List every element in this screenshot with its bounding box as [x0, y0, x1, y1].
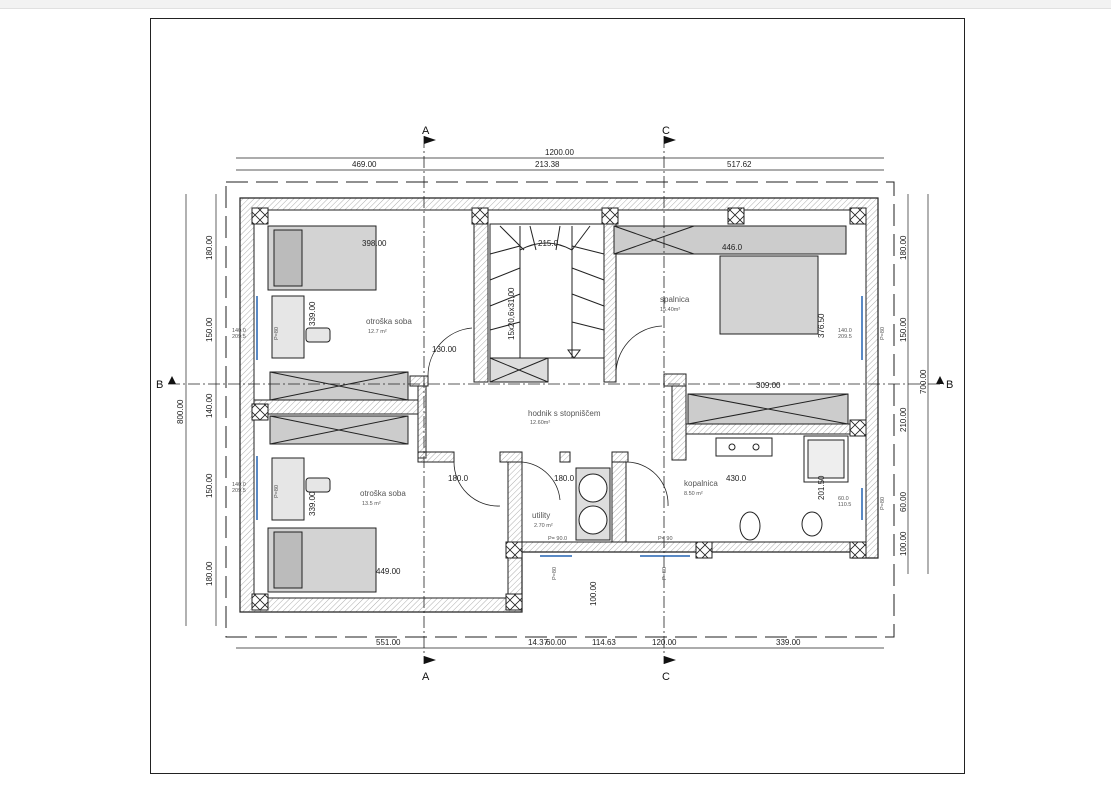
room-utility-name: utility	[532, 511, 550, 520]
window-label-w2b: 209.5	[232, 488, 246, 494]
dim-stair-label: 15x20,6x31,00	[507, 287, 516, 340]
dim-right-seg5: 100.00	[899, 531, 908, 556]
section-c-top: C	[662, 125, 670, 137]
section-b-left: B	[156, 379, 163, 391]
room-kids1-name: otroška soba	[366, 317, 412, 326]
section-b-right: B	[946, 379, 953, 391]
dim-left-seg3: 140.00	[205, 393, 214, 418]
window-label-w2a: 140.0	[232, 482, 246, 488]
dim-bottom-seg4: 114.63	[592, 638, 616, 647]
section-a-bottom: A	[422, 671, 430, 683]
window-label-v3: P=80	[880, 327, 886, 340]
section-lines	[168, 136, 944, 664]
dim-right-seg1: 180.00	[899, 235, 908, 260]
dim-kids1-height: 339.00	[308, 301, 317, 326]
dim-left-seg1: 180.00	[205, 235, 214, 260]
windows	[256, 296, 863, 557]
dim-bottom-seg3: 60.00	[546, 638, 567, 647]
dim-right-seg4: 60.00	[899, 491, 908, 512]
bathroom-fixtures	[575, 435, 849, 541]
window-label-w3b: 209.5	[838, 334, 852, 340]
window-label-v6: P=80	[662, 567, 668, 580]
staircase	[489, 223, 605, 383]
dim-door1: 130.00	[432, 345, 457, 354]
window-label-w3a: 140.0	[838, 328, 852, 334]
window-label-w4a: 60.0	[838, 496, 849, 502]
dim-right-seg2: 150.00	[899, 317, 908, 342]
dim-overall-width: 1200.00	[545, 148, 574, 157]
dim-kids2-height: 339.00	[308, 491, 317, 516]
room-master-name: spalnica	[660, 295, 690, 304]
dim-bath-length: 430.0	[726, 474, 747, 483]
eave-outline	[225, 181, 895, 638]
doors	[427, 325, 669, 507]
dim-right-seg3: 210.00	[899, 407, 908, 432]
dim-hall2: 180.0	[554, 474, 575, 483]
dim-top-seg3: 517.62	[727, 160, 752, 169]
window-label-w4b: 110.5	[838, 502, 851, 508]
window-label-v2: P=80	[274, 485, 280, 498]
window-label-p1: P= 90.0	[548, 536, 567, 542]
dim-bottom-seg5: 120.00	[652, 638, 677, 647]
window-label-v1: P=80	[274, 327, 280, 340]
wardrobes	[269, 225, 849, 445]
dim-top-seg2: 213.38	[535, 160, 560, 169]
room-master-area: 15.40m²	[660, 307, 680, 313]
dim-bath-height: 201.50	[817, 475, 826, 500]
section-flags	[168, 136, 944, 664]
window-label-w1b: 209.5	[232, 334, 246, 340]
window-label-w1a: 140.0	[232, 328, 246, 334]
dim-hall1: 180.0	[448, 474, 469, 483]
dim-bed1-width: 398.00	[362, 239, 387, 248]
beds	[267, 225, 819, 593]
section-c-bottom: C	[662, 671, 670, 683]
dim-master-width: 446.0	[722, 243, 743, 252]
room-bath-area: 8.50 m²	[684, 491, 703, 497]
room-utility-area: 2.70 m²	[534, 523, 553, 529]
room-bath-name: kopalnica	[684, 479, 718, 488]
top-bar	[0, 0, 1111, 9]
dimension-lines	[185, 157, 929, 649]
room-kids2-name: otroška soba	[360, 489, 406, 498]
desks	[271, 295, 331, 521]
dim-right-overall: 700.00	[919, 369, 928, 394]
window-label-p2: P= 90	[658, 536, 673, 542]
room-kids2-area: 13.5 m²	[362, 501, 381, 507]
dim-bottom-seg2: 14.37	[528, 638, 549, 647]
room-hall-name: hodnik s stopniščem	[528, 409, 601, 418]
section-a-top: A	[422, 125, 430, 137]
dim-left-seg2: 150.00	[205, 317, 214, 342]
dim-utility-height: 100.00	[589, 581, 598, 606]
columns	[251, 207, 867, 611]
dim-bottom-seg6: 339.00	[776, 638, 801, 647]
dim-top-seg1: 469.00	[352, 160, 377, 169]
room-hall-area: 12.60m²	[530, 420, 550, 426]
dim-left-seg5: 180.00	[205, 561, 214, 586]
dim-left-seg4: 150.00	[205, 473, 214, 498]
interior-walls	[253, 209, 867, 543]
room-kids1-area: 12.7 m²	[368, 329, 387, 335]
dim-bottom-seg1: 551.00	[376, 638, 401, 647]
dim-bath-width: 309.00	[756, 381, 781, 390]
exterior-walls	[239, 197, 879, 613]
dim-master-height: 376.50	[817, 313, 826, 338]
dim-stair-width: 215.0	[538, 239, 559, 248]
window-label-v4: P=80	[880, 497, 886, 510]
window-label-v5: P=80	[552, 567, 558, 580]
dim-bed2-width: 449.00	[376, 567, 401, 576]
dim-left-overall: 800.00	[176, 399, 185, 424]
